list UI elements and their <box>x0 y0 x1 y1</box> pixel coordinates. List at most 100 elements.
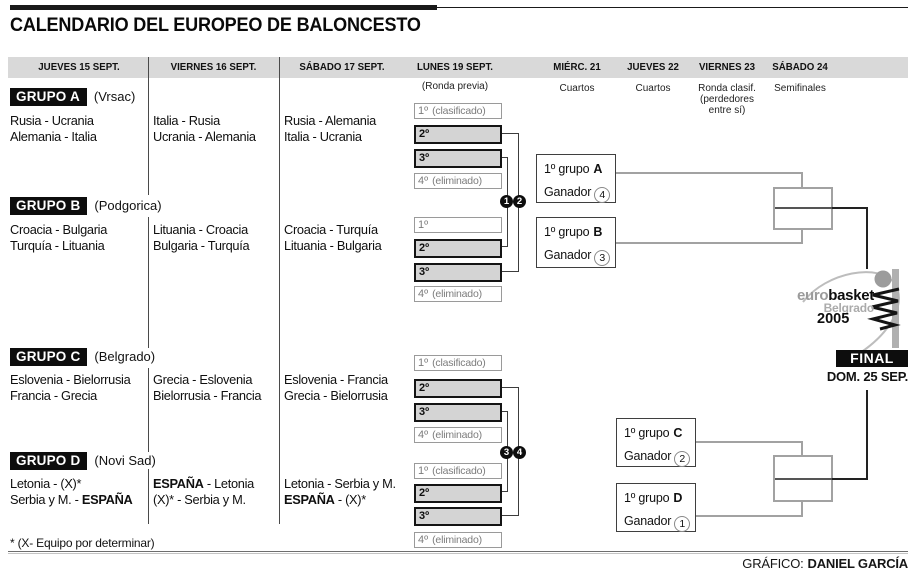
winner-number-circle: 1 <box>674 516 691 532</box>
connector-line <box>502 515 519 516</box>
prelim-box-a3: 3º <box>414 149 502 168</box>
final-date: DOM. 25 SEP. <box>826 369 908 384</box>
column-separator <box>148 368 149 452</box>
match: Italia - Rusia <box>153 113 220 128</box>
prelim-box-d1: 1º(clasificado) <box>414 463 502 479</box>
col-header-mierc21: MIÉRC. 21 <box>553 62 601 73</box>
subheader-cuartos-2: Cuartos <box>635 83 671 94</box>
group-c-venue: (Belgrado) <box>94 349 156 364</box>
match: Letonia - Serbia y M. <box>284 476 396 491</box>
semifinal-divider <box>775 478 832 480</box>
group-d-friday-matches: ESPAÑA - Letonia (X)* - Serbia y M. <box>153 476 254 508</box>
basketball-icon <box>874 270 892 288</box>
match: Italia - Ucrania <box>284 129 362 144</box>
winner-number-circle: 3 <box>594 250 611 266</box>
group-b-friday-matches: Lituania - Croacia Bulgaria - Turquía <box>153 222 250 254</box>
match: Serbia y M. - ESPAÑA <box>10 492 133 507</box>
match: Bielorrusia - Francia <box>153 388 262 403</box>
match: Ucrania - Alemania <box>153 129 256 144</box>
match: Croacia - Turquía <box>284 222 378 237</box>
crossover-badge-3: 3 <box>500 446 513 459</box>
subheader-semifinales: Semifinales <box>774 83 826 94</box>
page-title: CALENDARIO DEL EUROPEO DE BALONCESTO <box>10 15 421 36</box>
final-feed-line <box>832 207 868 209</box>
bracket-line <box>801 172 803 189</box>
prelim-box-b3: 3º <box>414 263 502 282</box>
prelim-box-a2: 2º <box>414 125 502 144</box>
crossover-badge-4: 4 <box>513 446 526 459</box>
match: ESPAÑA - (X)* <box>284 492 366 507</box>
group-c-header: GRUPO C(Belgrado) <box>10 348 155 366</box>
final-feed-line <box>832 478 868 480</box>
match: Alemania - Italia <box>10 129 97 144</box>
connector-line <box>502 271 519 272</box>
prelim-box-d2: 2º <box>414 484 502 503</box>
bracket-line <box>616 242 803 244</box>
bracket-line <box>801 229 803 244</box>
spring-net-icon <box>867 287 901 331</box>
subheader-ronda-previa: (Ronda previa) <box>421 81 489 92</box>
match: ESPAÑA - Letonia <box>153 476 254 491</box>
connector-line <box>502 387 519 388</box>
col-header-sabado24: SÁBADO 24 <box>772 62 828 73</box>
hoop-pole <box>892 269 899 348</box>
column-separator <box>148 469 149 524</box>
match: Francia - Grecia <box>10 388 97 403</box>
group-b-saturday-matches: Croacia - Turquía Lituania - Bulgaria <box>284 222 382 254</box>
prelim-box-d4: 4º(eliminado) <box>414 532 502 548</box>
prelim-box-b2: 2º <box>414 239 502 258</box>
prelim-box-c1: 1º(clasificado) <box>414 355 502 371</box>
column-separator <box>279 57 280 524</box>
match: (X)* - Serbia y M. <box>153 492 246 507</box>
group-c-saturday-matches: Eslovenia - Francia Grecia - Bielorrusia <box>284 372 388 404</box>
winner-number-circle: 4 <box>594 187 611 203</box>
final-label: FINAL <box>836 350 908 367</box>
eurobasket-logo-icon <box>802 269 901 354</box>
final-feed-line <box>866 207 868 269</box>
prelim-box-a1: 1º(clasificado) <box>414 103 502 119</box>
group-b-thursday-matches: Croacia - Bulgaria Turquía - Lituania <box>10 222 107 254</box>
group-a-name: GRUPO A <box>10 88 87 106</box>
prelim-box-a4: 4º(eliminado) <box>414 173 502 189</box>
prelim-box-c3: 3º <box>414 403 502 422</box>
match: Rusia - Ucrania <box>10 113 94 128</box>
top-thick-rule <box>10 5 437 10</box>
footnote: * (X- Equipo por determinar) <box>10 536 155 550</box>
bracket-line <box>801 501 803 517</box>
match: Lituania - Bulgaria <box>284 238 382 253</box>
group-c-friday-matches: Grecia - Eslovenia Bielorrusia - Francia <box>153 372 262 404</box>
header-band <box>8 57 908 78</box>
subheader-perdedores: (perdedores <box>700 94 754 105</box>
subheader-entre-si: entre sí) <box>708 105 746 116</box>
column-separator <box>148 57 149 195</box>
bracket-line <box>616 172 803 174</box>
group-a-venue: (Vrsac) <box>93 89 136 104</box>
logo-year: 2005 <box>817 311 850 327</box>
bracket-line <box>696 515 803 517</box>
group-a-saturday-matches: Rusia - Alemania Italia - Ucrania <box>284 113 376 145</box>
group-a-thursday-matches: Rusia - Ucrania Alemania - Italia <box>10 113 97 145</box>
prelim-box-b4: 4º(eliminado) <box>414 286 502 302</box>
prelim-box-d3: 3º <box>414 507 502 526</box>
connector-line <box>502 157 508 158</box>
footer-rule-shadow <box>8 553 908 554</box>
group-d-thursday-matches: Letonia - (X)* Serbia y M. - ESPAÑA <box>10 476 133 508</box>
crossover-badge-1: 1 <box>500 195 513 208</box>
match: Letonia - (X)* <box>10 476 82 491</box>
group-d-saturday-matches: Letonia - Serbia y M. ESPAÑA - (X)* <box>284 476 396 508</box>
bracket-line <box>801 441 803 457</box>
col-header-sabado17: SÁBADO 17 SEPT. <box>299 62 385 73</box>
col-header-viernes23: VIERNES 23 <box>698 62 756 73</box>
connector-line <box>502 411 508 412</box>
match: Bulgaria - Turquía <box>153 238 250 253</box>
match: Eslovenia - Bielorrusia <box>10 372 131 387</box>
match: Grecia - Bielorrusia <box>284 388 388 403</box>
